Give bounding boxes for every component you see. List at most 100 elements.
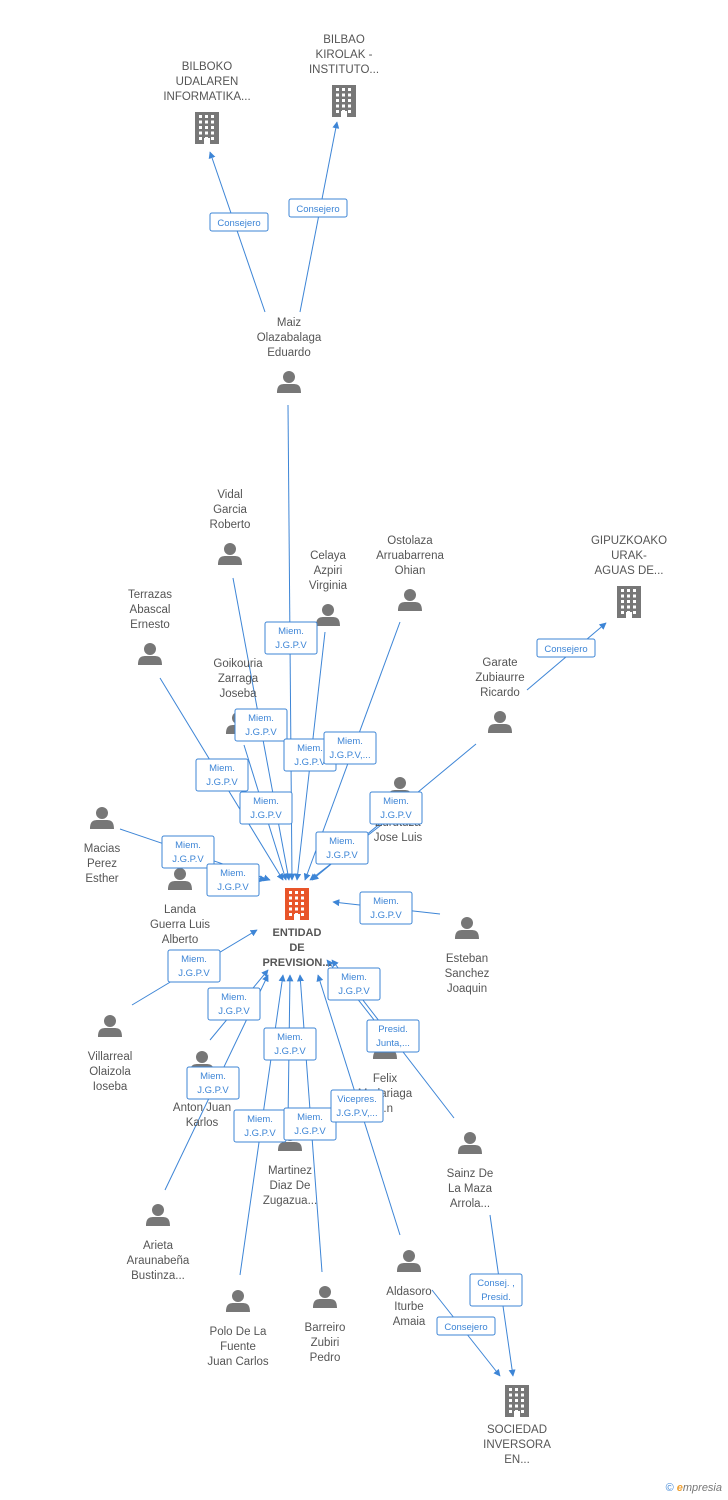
edge-label-polo-entidad[interactable]: Miem.J.G.P.V bbox=[233, 1109, 287, 1143]
person-icon bbox=[226, 1290, 250, 1312]
edge-label-goikouria-entidad[interactable]: Miem.J.G.P.V bbox=[239, 791, 293, 825]
node-label: Ernesto bbox=[130, 619, 170, 631]
node-label: Aldasoro bbox=[386, 1286, 431, 1298]
node-label: KIROLAK - bbox=[316, 49, 373, 61]
edge-label-maiz-entidad[interactable]: Miem.J.G.P.V bbox=[264, 621, 318, 655]
edge-role-text: J.G.P.V bbox=[217, 882, 249, 893]
edge-role-text: J.G.P.V bbox=[370, 910, 402, 921]
edge-role-text: Miem. bbox=[329, 836, 355, 847]
edge-label-macias-entidad[interactable]: Miem.J.G.P.V bbox=[161, 835, 215, 869]
person-icon bbox=[138, 643, 162, 665]
edge-label-felix-entidad[interactable]: Miem.J.G.P.V bbox=[327, 967, 381, 1001]
node-entidad[interactable]: ENTIDADDEPREVISION... bbox=[262, 888, 332, 969]
node-label: URAK- bbox=[611, 550, 647, 562]
edge-role-text: J.G.P.V bbox=[294, 757, 326, 768]
edge-label-maiz-bilboko[interactable]: Consejero bbox=[209, 212, 269, 232]
person-icon bbox=[397, 1250, 421, 1272]
node-label: SOCIEDAD bbox=[487, 1424, 547, 1436]
node-label: Abascal bbox=[130, 604, 171, 616]
node-label: Anton Juan bbox=[173, 1102, 231, 1114]
node-label: Olaizola bbox=[89, 1066, 131, 1078]
edge-role-text: Miem. bbox=[341, 972, 367, 983]
node-label: Iturbe bbox=[394, 1301, 423, 1313]
person-icon bbox=[277, 371, 301, 393]
node-sociedad[interactable]: SOCIEDADINVERSORAEN... bbox=[483, 1385, 551, 1466]
edge-label-terrazas-entidad[interactable]: Miem.J.G.P.V bbox=[195, 758, 249, 792]
node-label: Alberto bbox=[162, 934, 198, 946]
node-label: BILBOKO bbox=[182, 61, 233, 73]
edge-role-text: J.G.P.V bbox=[250, 810, 282, 821]
person-icon bbox=[316, 604, 340, 626]
edge-role-text: J.G.P.V,... bbox=[336, 1108, 377, 1119]
edge-label-garate-gipuzkoako[interactable]: Consejero bbox=[536, 638, 596, 658]
edge-label-sainz-sociedad[interactable]: Consej. ,Presid. bbox=[469, 1273, 523, 1307]
node-label: Felix bbox=[373, 1073, 398, 1085]
node-label: Zubiaurre bbox=[475, 672, 524, 684]
person-icon bbox=[455, 917, 479, 939]
building-icon bbox=[285, 888, 309, 920]
node-label: Azpiri bbox=[314, 565, 343, 577]
edge-label-garate-entidad[interactable]: Miem.J.G.P.V bbox=[369, 791, 423, 825]
node-arieta[interactable]: ArietaAraunabeñaBustinza... bbox=[127, 1204, 190, 1282]
edge-label-vidal-entidad[interactable]: Miem.J.G.P.V bbox=[234, 708, 288, 742]
person-icon bbox=[488, 711, 512, 733]
copyright-symbol: © bbox=[665, 1482, 674, 1494]
edge-label-celaya-entidad[interactable]: Miem.J.G.P.V bbox=[283, 738, 337, 772]
node-label: GIPUZKOAKO bbox=[591, 535, 667, 547]
edge-label-arieta-entidad[interactable]: Miem.J.G.P.V bbox=[186, 1066, 240, 1100]
node-label: INFORMATIKA... bbox=[163, 91, 250, 103]
edge-role-text: Miem. bbox=[277, 1032, 303, 1043]
node-label: Garcia bbox=[213, 504, 247, 516]
node-label: Olazabalaga bbox=[257, 332, 322, 344]
node-label: Garate bbox=[482, 657, 517, 669]
node-label: Polo De La bbox=[210, 1326, 268, 1338]
edge-label-ostolaza-entidad[interactable]: Miem.J.G.P.V,... bbox=[323, 731, 377, 765]
person-icon bbox=[168, 868, 192, 890]
edge-label-maiz-bilbao[interactable]: Consejero bbox=[288, 198, 348, 218]
edge-label-villarreal-entidad[interactable]: Miem.J.G.P.V bbox=[167, 949, 221, 983]
edge-role-text: Miem. bbox=[248, 713, 274, 724]
edge-label-anton-entidad[interactable]: Miem.J.G.P.V bbox=[207, 987, 261, 1021]
building-icon bbox=[505, 1385, 529, 1417]
edge-label-sainz-entidad[interactable]: Presid.Junta,... bbox=[366, 1019, 420, 1053]
edge-label-esteban-entidad[interactable]: Miem.J.G.P.V bbox=[359, 891, 413, 925]
edge-label-aldasoro-sociedad[interactable]: Consejero bbox=[436, 1316, 496, 1336]
node-label: Araunabeña bbox=[127, 1255, 190, 1267]
edge-role-text: Miem. bbox=[209, 763, 235, 774]
edge-label-aldasoro-entidad[interactable]: Vicepres.J.G.P.V,... bbox=[330, 1089, 384, 1123]
node-label: Ohian bbox=[395, 565, 426, 577]
node-bilboko[interactable]: BILBOKOUDALARENINFORMATIKA... bbox=[163, 61, 251, 144]
node-label: BILBAO bbox=[323, 34, 365, 46]
node-label: Roberto bbox=[210, 519, 251, 531]
node-label: Arieta bbox=[143, 1240, 174, 1252]
node-label: Joaquin bbox=[447, 983, 487, 995]
node-label: Jose Luis bbox=[374, 832, 423, 844]
edge-label-zurutuza-entidad[interactable]: Miem.J.G.P.V bbox=[315, 831, 369, 865]
edge-role-text: Consej. , bbox=[477, 1278, 515, 1289]
edge-label-landa-entidad[interactable]: Miem.J.G.P.V bbox=[206, 863, 260, 897]
edge-role-text: Miem. bbox=[175, 840, 201, 851]
edge-role-text: Consejero bbox=[296, 204, 339, 215]
edge-label-martinez-entidad[interactable]: Miem.J.G.P.V bbox=[263, 1027, 317, 1061]
node-label: Ricardo bbox=[480, 687, 520, 699]
edge-label-barreiro-entidad[interactable]: Miem.J.G.P.V bbox=[283, 1107, 337, 1141]
edge-role-text: Consejero bbox=[444, 1322, 487, 1333]
